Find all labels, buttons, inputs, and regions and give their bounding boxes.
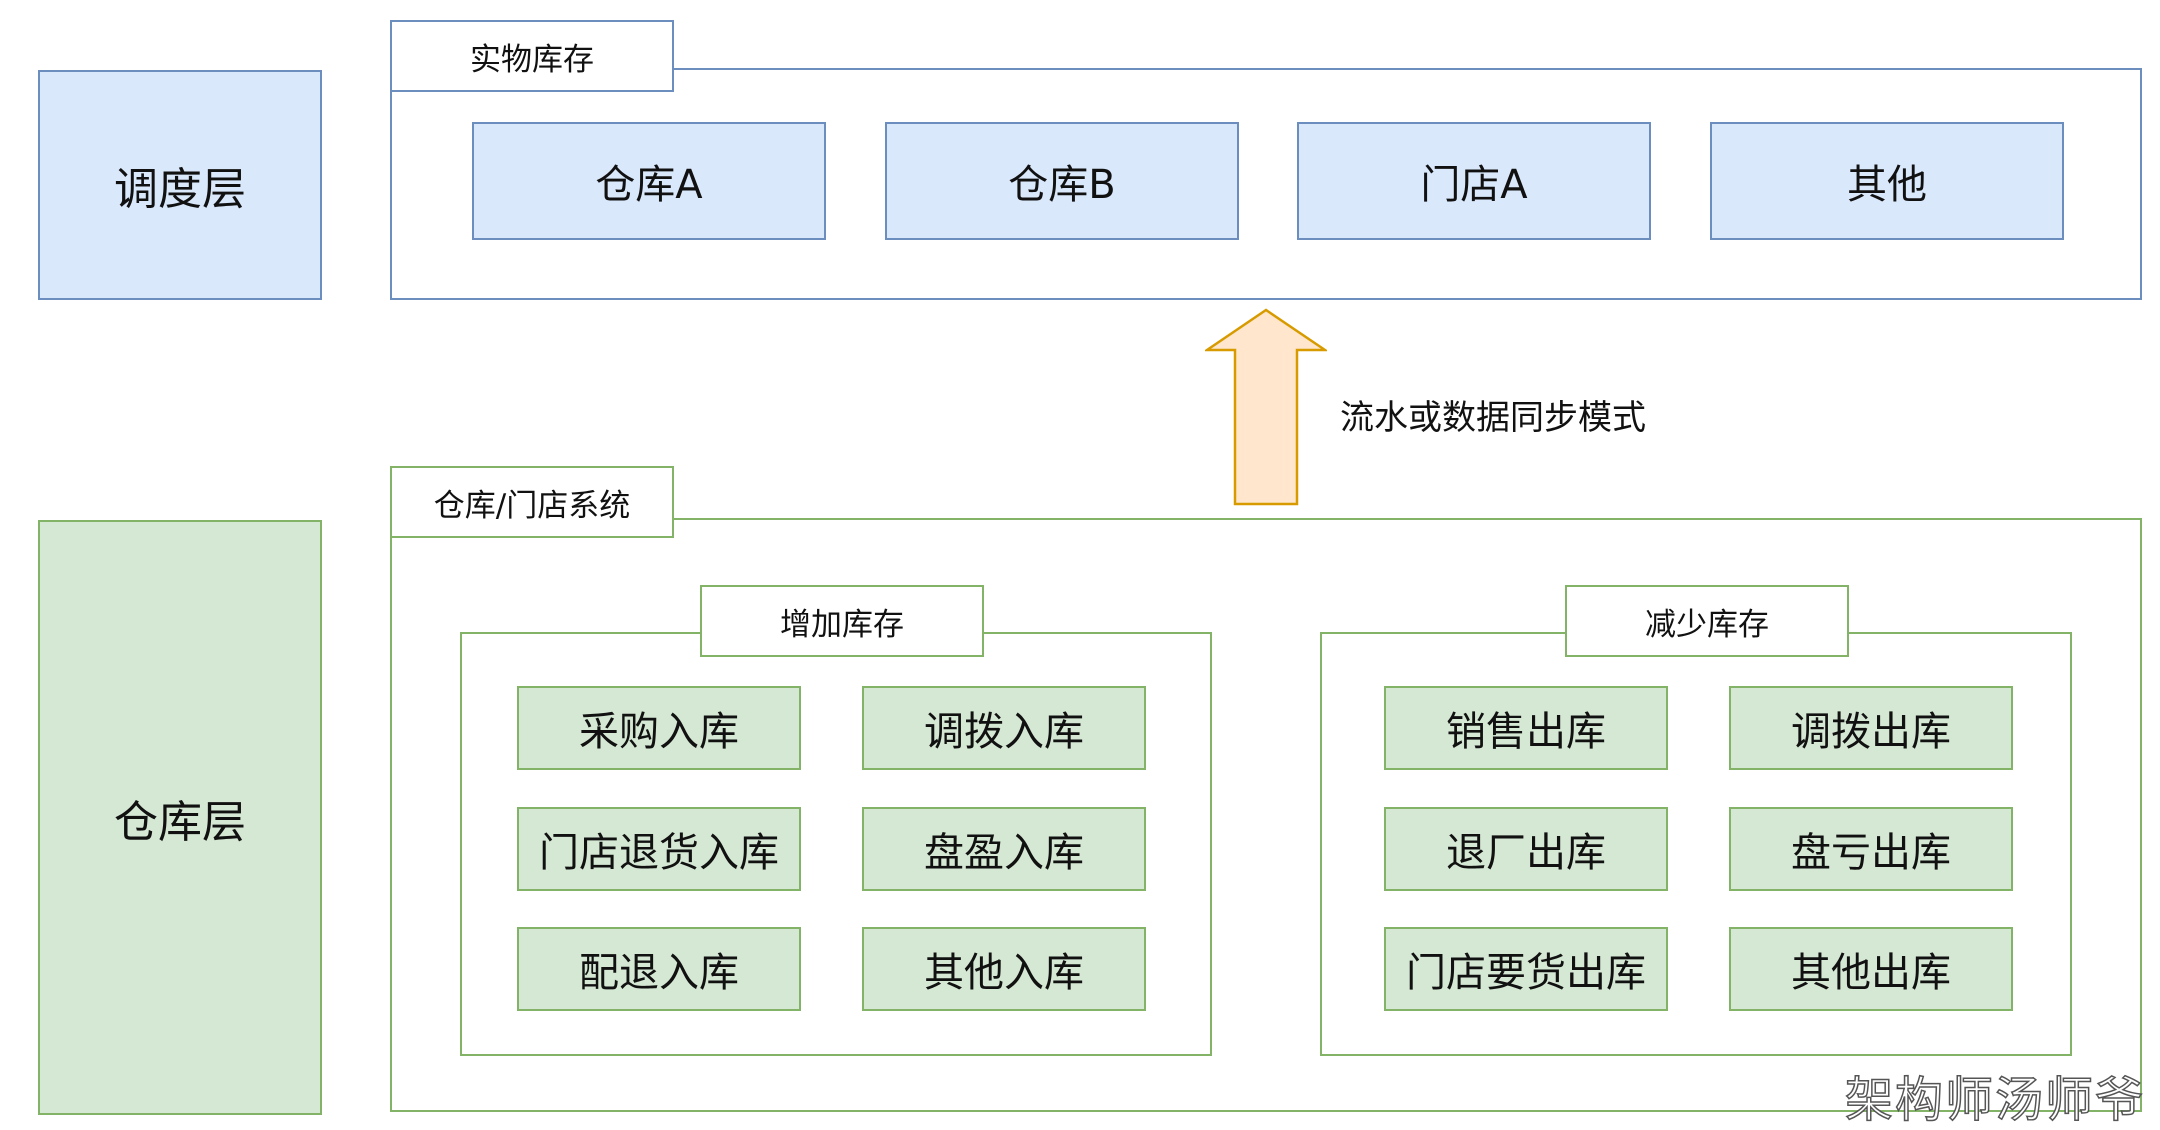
warehouse-layer-label: 仓库层	[38, 520, 322, 1115]
increase-item-transfer-in: 调拨入库	[862, 686, 1146, 770]
decrease-item-other-out: 其他出库	[1729, 927, 2013, 1011]
inventory-item-warehouse-a: 仓库A	[472, 122, 826, 240]
flow-label: 流水或数据同步模式	[1340, 398, 1646, 438]
decrease-item-return-to-vendor-out: 退厂出库	[1384, 807, 1668, 891]
decrease-item-store-requisition-out: 门店要货出库	[1384, 927, 1668, 1011]
decrease-item-sales-out: 销售出库	[1384, 686, 1668, 770]
physical-inventory-title: 实物库存	[390, 20, 674, 92]
dispatch-layer-label: 调度层	[38, 70, 322, 300]
sync-up-arrow-icon	[1205, 308, 1327, 506]
increase-inventory-title: 增加库存	[700, 585, 984, 657]
inventory-item-store-a: 门店A	[1297, 122, 1651, 240]
inventory-item-other: 其他	[1710, 122, 2064, 240]
increase-item-store-return-in: 门店退货入库	[517, 807, 801, 891]
decrease-item-stock-loss-out: 盘亏出库	[1729, 807, 2013, 891]
warehouse-system-title: 仓库/门店系统	[390, 466, 674, 538]
watermark: 架构师汤师爷	[1844, 1071, 2146, 1129]
decrease-inventory-title: 减少库存	[1565, 585, 1849, 657]
inventory-item-warehouse-b: 仓库B	[885, 122, 1239, 240]
increase-item-other-in: 其他入库	[862, 927, 1146, 1011]
increase-item-distribution-return-in: 配退入库	[517, 927, 801, 1011]
decrease-item-transfer-out: 调拨出库	[1729, 686, 2013, 770]
increase-item-purchase-in: 采购入库	[517, 686, 801, 770]
increase-item-stock-surplus-in: 盘盈入库	[862, 807, 1146, 891]
